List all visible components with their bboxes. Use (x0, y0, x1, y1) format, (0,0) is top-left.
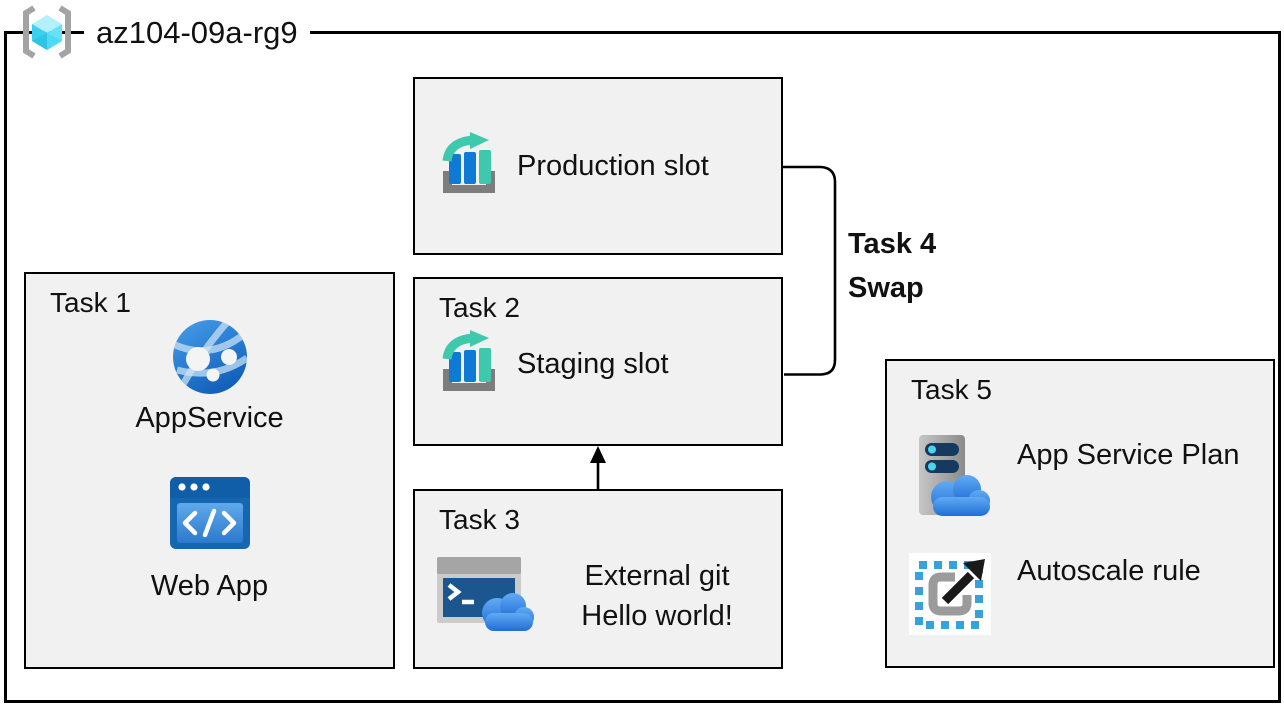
staging-slot-label: Staging slot (517, 347, 669, 380)
task3-line1: External git (584, 560, 730, 592)
task2-title: Task 2 (439, 292, 520, 323)
app-service-plan-label: App Service Plan (1017, 439, 1240, 471)
deployment-slot-icon (442, 132, 495, 193)
app-service-icon (172, 320, 247, 394)
task4-title: Task 4 (848, 228, 937, 260)
task5-title: Task 5 (911, 374, 992, 405)
task1-title: Task 1 (50, 287, 131, 318)
web-app-icon (169, 477, 250, 549)
task3-line2: Hello world! (581, 600, 733, 632)
web-app-label: Web App (150, 570, 269, 602)
cloud-shell-icon (437, 557, 534, 631)
app-service-label: AppService (135, 402, 284, 434)
autoscale-icon (909, 553, 991, 635)
app-service-plan-icon (919, 435, 990, 516)
resource-group-name: az104-09a-rg9 (84, 12, 310, 54)
task1-box: Task 1 AppService (24, 272, 395, 669)
task5-box: Task 5 App Service Plan (885, 359, 1275, 668)
production-slot-label: Production slot (517, 149, 709, 182)
task3-title: Task 3 (439, 504, 520, 535)
production-slot-box: Production slot (413, 77, 783, 255)
deployment-slot-icon (442, 330, 495, 391)
task2-box: Task 2 Staging slot (413, 277, 783, 446)
task4-label-block: Task 4 Swap (848, 222, 936, 310)
autoscale-rule-label: Autoscale rule (1017, 555, 1201, 587)
swap-label: Swap (848, 272, 924, 304)
resource-group-icon (23, 5, 71, 59)
task3-text: External git Hello world! (547, 556, 767, 636)
task3-box: Task 3 External git Hello world! (413, 489, 783, 669)
